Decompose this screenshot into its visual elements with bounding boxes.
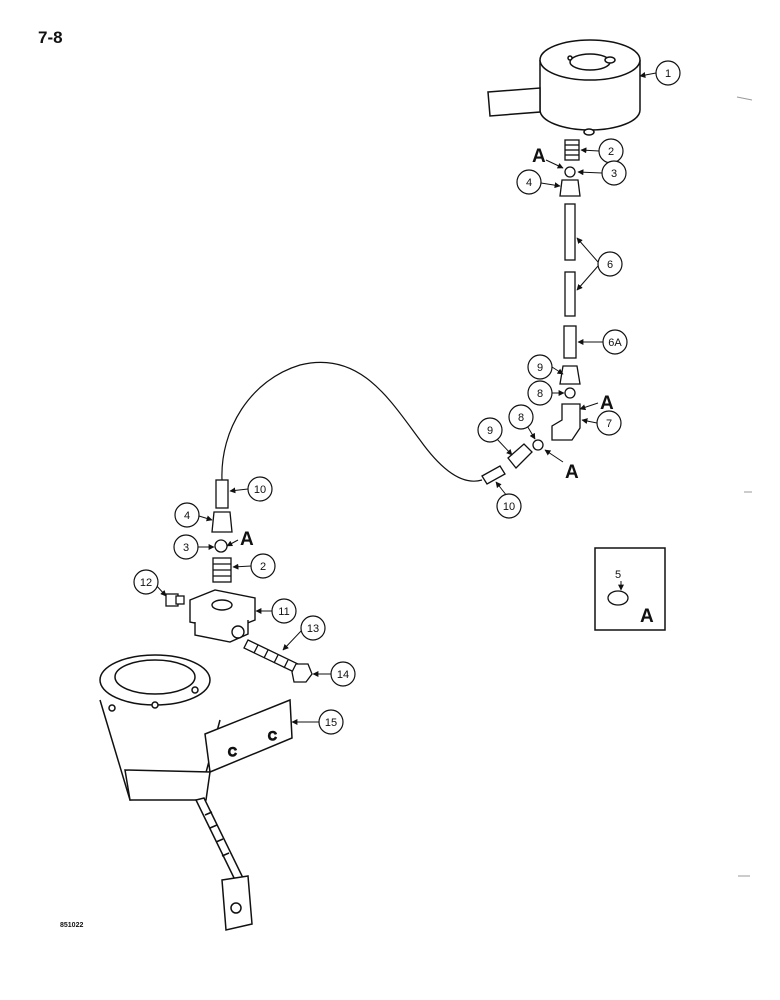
svg-text:2: 2 (608, 146, 614, 158)
callout-10-lower: 10 (247, 476, 273, 502)
part-14-nut (291, 663, 313, 683)
svg-text:15: 15 (325, 717, 337, 729)
svg-text:8: 8 (537, 388, 543, 400)
page-number: 7-8 (38, 28, 63, 47)
part-12-plug (165, 593, 185, 607)
svg-text:2: 2 (260, 561, 266, 573)
callout-14: 14 (330, 661, 356, 687)
part-4-nut-top (559, 179, 581, 197)
letter-a-elbow: A (600, 393, 614, 414)
callout-8-side: 8 (508, 404, 534, 430)
svg-text:C: C (268, 729, 277, 743)
svg-text:6: 6 (607, 259, 613, 271)
inset-letter-a: A (640, 606, 654, 627)
part-3-ball-top (564, 166, 576, 178)
drawing-code: 851022 (60, 922, 84, 929)
callout-10-side: 10 (496, 493, 522, 519)
svg-text:10: 10 (254, 484, 266, 496)
margin-mark (736, 96, 753, 101)
callout-6a: 6A (602, 329, 628, 355)
svg-text:13: 13 (307, 623, 319, 635)
svg-text:8: 8 (518, 412, 524, 424)
svg-text:11: 11 (278, 606, 289, 618)
part-1-housing (487, 39, 641, 136)
part-11-valve (189, 589, 256, 643)
svg-text:9: 9 (537, 362, 543, 374)
svg-text:7: 7 (606, 418, 612, 430)
part-10-sleeve-side (481, 465, 506, 485)
brake-cable (221, 361, 483, 482)
svg-text:4: 4 (184, 510, 190, 522)
part-7-elbow (551, 403, 581, 441)
svg-text:10: 10 (503, 501, 515, 513)
part-4-nut-lower (211, 511, 233, 533)
part-10-sleeve-lower (215, 479, 229, 509)
part-6-tube-upper (564, 203, 576, 261)
inset-part-5-label: 5 (615, 569, 621, 581)
callout-13: 13 (300, 615, 326, 641)
part-6a-sleeve (563, 325, 577, 359)
part-9-nut-upper (559, 365, 581, 385)
part-9-nut-side (507, 443, 533, 469)
part-13-threaded-rod (243, 639, 299, 673)
svg-text:6A: 6A (608, 337, 622, 349)
letter-a-side: A (565, 462, 579, 483)
callout-15: 15 (318, 709, 344, 735)
part-2-fitting-top (564, 139, 580, 161)
part-8-ball-upper (564, 387, 576, 399)
part-5-bushing (607, 590, 629, 606)
callout-9-upper: 9 (527, 354, 553, 380)
callout-3-lower: 3 (173, 534, 199, 560)
callout-9-side: 9 (477, 417, 503, 443)
callout-2-lower: 2 (250, 553, 276, 579)
part-15-brake-chamber: C C (99, 654, 293, 931)
svg-text:4: 4 (526, 177, 532, 189)
letter-a-top: A (532, 146, 546, 167)
svg-text:12: 12 (140, 577, 152, 589)
part-8-ball-side (532, 439, 544, 451)
svg-text:3: 3 (611, 168, 617, 180)
inset-box: 5 A (594, 547, 666, 631)
svg-text:14: 14 (337, 669, 349, 681)
part-3-ball-lower (214, 539, 228, 553)
svg-text:C: C (228, 745, 237, 759)
callout-1: 1 (655, 60, 681, 86)
callout-3-top: 3 (601, 160, 627, 186)
svg-text:1: 1 (665, 68, 671, 80)
svg-text:3: 3 (183, 542, 189, 554)
svg-text:9: 9 (487, 425, 493, 437)
callout-6: 6 (597, 251, 623, 277)
letter-a-lower: A (240, 529, 254, 550)
part-6-tube-lower (564, 271, 576, 317)
callout-4-lower: 4 (174, 502, 200, 528)
callout-8-upper: 8 (527, 380, 553, 406)
callout-12: 12 (133, 569, 159, 595)
part-2-fitting-lower (212, 557, 232, 583)
callout-2-top: 2 (598, 138, 624, 164)
callout-7: 7 (596, 410, 622, 436)
callout-4-top: 4 (516, 169, 542, 195)
callout-11: 11 (271, 598, 297, 624)
